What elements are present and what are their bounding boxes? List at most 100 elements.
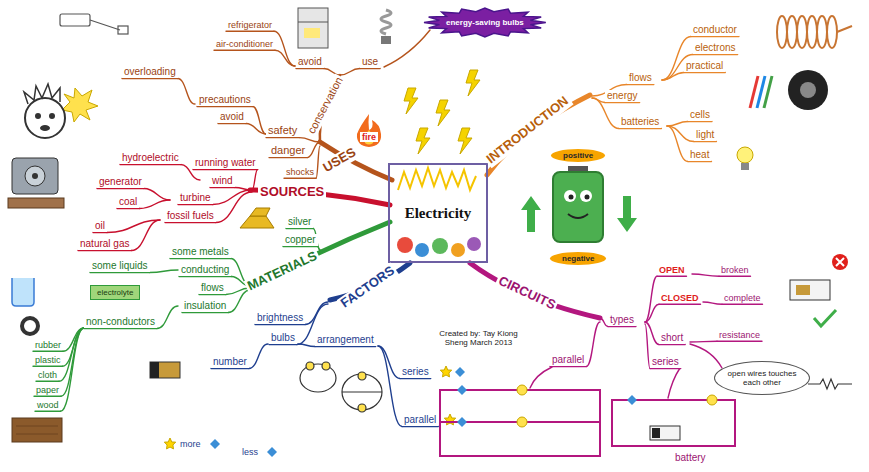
- material-box: electrolyte: [90, 285, 140, 300]
- branch-line: [269, 344, 297, 345]
- branch-line: [400, 378, 431, 379]
- branch-word: copper: [283, 234, 318, 246]
- branch-line: [340, 69, 360, 76]
- branch-line: [61, 328, 85, 411]
- central-picture: [451, 243, 465, 257]
- battery-icon: [150, 362, 159, 378]
- light-bulb: [741, 163, 749, 170]
- wood-block: [16, 426, 58, 427]
- branch-line: [252, 170, 258, 191]
- brightness-markers: [444, 414, 455, 425]
- branch-word: electrons: [693, 42, 738, 54]
- shock-cartoon: [24, 84, 60, 104]
- branch-line: [269, 157, 307, 158]
- branch-line: [93, 232, 107, 233]
- rubber-ring: [22, 318, 38, 334]
- branch-word: arrangement: [315, 334, 376, 346]
- battery-character: [569, 195, 574, 200]
- generator-icon: [8, 158, 64, 208]
- branch-word: batteries: [619, 116, 661, 128]
- branch-word: flows: [627, 72, 654, 84]
- branch-word: parallel: [402, 414, 438, 426]
- branch-line: [178, 204, 213, 205]
- branch-word: use: [360, 56, 380, 68]
- series-circuit: [612, 395, 735, 446]
- branch-line: [318, 247, 320, 251]
- lightning-bolts: [466, 70, 480, 96]
- branch-word: hydroelectric: [120, 152, 181, 164]
- gold-bars: [240, 216, 274, 228]
- main-branches: [668, 368, 680, 398]
- branch-line: [122, 78, 178, 79]
- battery-character: [617, 196, 637, 232]
- branch-line: [34, 396, 61, 397]
- shock-cartoon: [40, 125, 50, 131]
- refrigerator-icon: [298, 22, 328, 23]
- battery-character: [521, 196, 541, 232]
- note-oval: open wires touches each other: [714, 361, 810, 395]
- lightning-bolts: [404, 70, 480, 154]
- copper-coil: [807, 16, 817, 48]
- parallel-circuit: [517, 385, 527, 395]
- branch-title: CIRCUITS: [494, 273, 560, 314]
- branch-line: [608, 326, 636, 327]
- branch-line: [214, 50, 275, 51]
- copper-coil: [827, 16, 837, 48]
- appliance-sketch: [118, 26, 128, 34]
- refrigerator-icon: [304, 28, 320, 38]
- branch-word: light: [694, 129, 716, 141]
- wood-block: [12, 418, 62, 442]
- terminal-oval: positive: [551, 149, 605, 162]
- branch-line: [90, 272, 150, 273]
- battery-character: [568, 214, 588, 218]
- branch-line: [719, 276, 751, 277]
- central-picture: [397, 237, 413, 253]
- branch-word: safety: [266, 124, 299, 137]
- shock-cartoon: [35, 113, 41, 119]
- beaker-icon: [12, 278, 34, 306]
- branch-title: OPEN: [657, 265, 687, 275]
- parallel-circuit: [517, 417, 527, 427]
- rubber-tyre: [800, 82, 816, 98]
- branch-line: [360, 68, 380, 69]
- branch-word: oil: [93, 220, 107, 232]
- central-picture: [390, 165, 486, 261]
- node-text: energy-saving bulbs: [446, 18, 524, 27]
- branch-line: [157, 306, 178, 329]
- branch-line: [283, 246, 318, 247]
- branch-line: [298, 344, 315, 347]
- generator-icon: [32, 173, 38, 179]
- branch-line: [692, 274, 719, 276]
- battery-icon: [150, 362, 180, 378]
- branch-word: energy: [605, 90, 640, 102]
- main-branches: [487, 95, 590, 175]
- cfl-bulb-icon: [381, 10, 391, 44]
- branch-line: [249, 344, 268, 369]
- battery-character: [564, 190, 576, 202]
- branch-line: [218, 123, 246, 124]
- parallel-circuit: [440, 390, 600, 456]
- branch-line: [170, 258, 231, 259]
- refrigerator-icon: [298, 8, 328, 48]
- lightning-bolts: [416, 128, 430, 154]
- refrigerator-icon: [298, 8, 328, 48]
- main-branches: [470, 263, 600, 318]
- branch-line: [299, 138, 320, 142]
- branch-line: [693, 54, 738, 55]
- parallel-circuit: [457, 417, 467, 427]
- battery-character: [580, 190, 592, 202]
- brightness-markers: [455, 367, 465, 377]
- branch-line: [659, 304, 701, 305]
- cfl-bulb-icon: [381, 36, 391, 44]
- branch-word: bulbs: [269, 332, 297, 344]
- branch-word: turbine: [178, 192, 213, 204]
- branch-word: fossil fuels: [165, 210, 216, 222]
- bulb-circuits: [300, 362, 382, 412]
- branch-line: [684, 72, 725, 73]
- branch-line: [216, 192, 252, 223]
- circuit-icons: [814, 310, 836, 326]
- branch-word: practical: [684, 60, 725, 72]
- branch-line: [132, 220, 161, 251]
- battery-icon: [150, 362, 180, 378]
- branch-word: complete: [722, 293, 763, 303]
